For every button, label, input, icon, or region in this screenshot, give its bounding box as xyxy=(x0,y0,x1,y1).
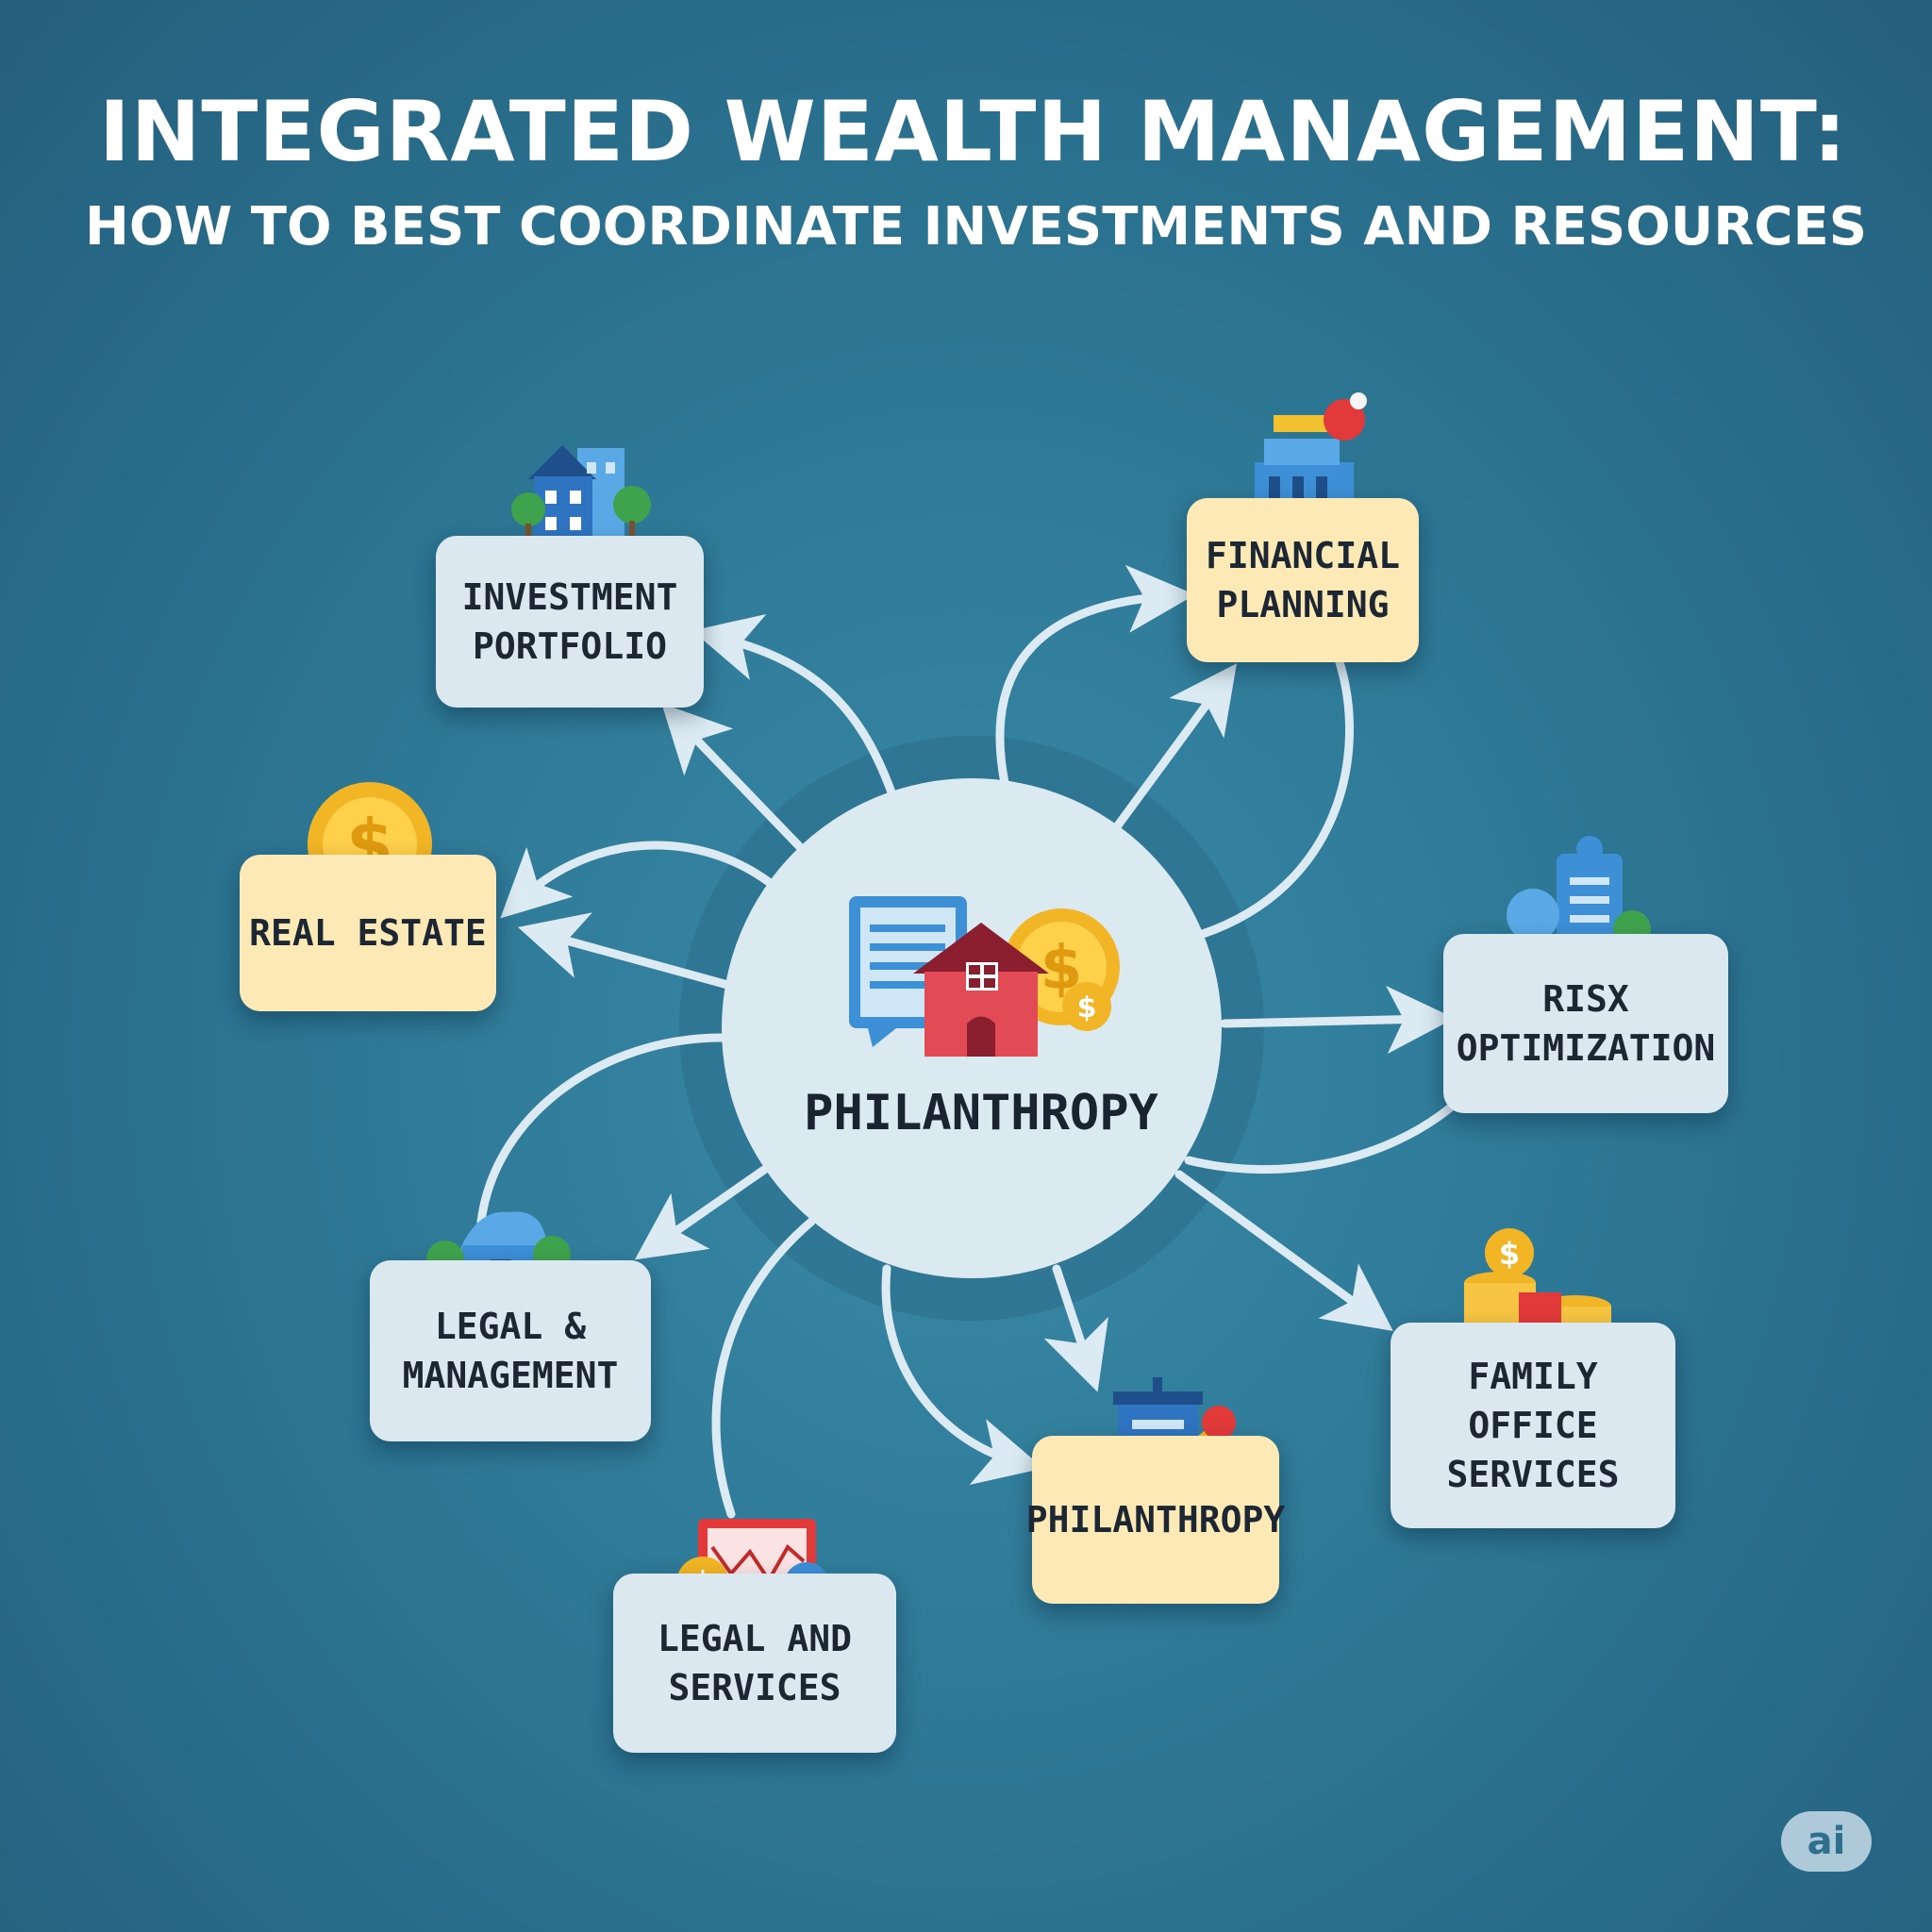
arrow-to-investment xyxy=(661,703,807,854)
node-legal-and-services[interactable]: LEGAL AND SERVICES xyxy=(613,1574,896,1753)
arrow-to-risk xyxy=(1220,986,1455,1055)
node-legal-management-label: LEGAL & MANAGEMENT xyxy=(402,1306,619,1396)
node-legal-and-services-label: LEGAL AND SERVICES xyxy=(658,1618,852,1708)
page-title: INTEGRATED WEALTH MANAGEMENT: xyxy=(99,83,1848,180)
node-financial-planning-label: FINANCIAL PLANNING xyxy=(1206,535,1400,625)
connectors xyxy=(476,564,1457,1519)
page-subtitle: HOW TO BEST COORDINATE INVESTMENTS AND R… xyxy=(85,196,1868,258)
arrow-to-investment-curve xyxy=(691,614,896,797)
legal-services-return-curve xyxy=(711,1217,816,1519)
arrow-to-legal-management xyxy=(634,1165,769,1260)
svg-text:$: $ xyxy=(1077,991,1097,1024)
node-risk-optimization-label: RISX OPTIMIZATION xyxy=(1456,978,1716,1069)
arrow-to-real-estate xyxy=(517,912,736,991)
arrow-to-family-office xyxy=(1174,1170,1393,1331)
arrow-to-financial xyxy=(1113,663,1237,830)
financial-return-curve xyxy=(1198,658,1354,939)
arrow-to-real-estate-curve xyxy=(500,841,774,919)
house-icon xyxy=(913,923,1049,1057)
node-real-estate-label: REAL ESTATE xyxy=(249,912,487,954)
arrow-to-financial-curve xyxy=(995,564,1195,788)
risk-return-curve xyxy=(1184,1101,1457,1174)
node-philanthropy-label: PHILANTHROPY xyxy=(1025,1499,1286,1541)
arrow-to-philanthropy-curve xyxy=(881,1264,1044,1485)
node-family-office-services[interactable]: FAMILY OFFICE SERVICES xyxy=(1391,1323,1675,1528)
node-legal-management[interactable]: LEGAL & MANAGEMENT xyxy=(370,1260,651,1441)
node-risk-optimization[interactable]: RISX OPTIMIZATION xyxy=(1443,934,1728,1113)
node-investment-portfolio[interactable]: INVESTMENT PORTFOLIO xyxy=(436,536,704,708)
hub-label: PHILANTHROPY xyxy=(804,1085,1158,1141)
node-family-office-services-label: FAMILY OFFICE SERVICES xyxy=(1446,1356,1620,1495)
node-investment-portfolio-label: INVESTMENT PORTFOLIO xyxy=(461,576,678,667)
ai-badge: ai xyxy=(1781,1811,1872,1872)
arrow-to-philanthropy xyxy=(1043,1264,1108,1392)
hub-illustration: $ $ xyxy=(849,896,1120,1057)
svg-text:$: $ xyxy=(1499,1236,1520,1272)
node-philanthropy[interactable]: PHILANTHROPY xyxy=(1026,1436,1285,1604)
node-financial-planning[interactable]: FINANCIAL PLANNING xyxy=(1187,498,1419,662)
legal-mgmt-return-curve xyxy=(476,1033,726,1226)
node-real-estate[interactable]: REAL ESTATE xyxy=(240,855,496,1011)
